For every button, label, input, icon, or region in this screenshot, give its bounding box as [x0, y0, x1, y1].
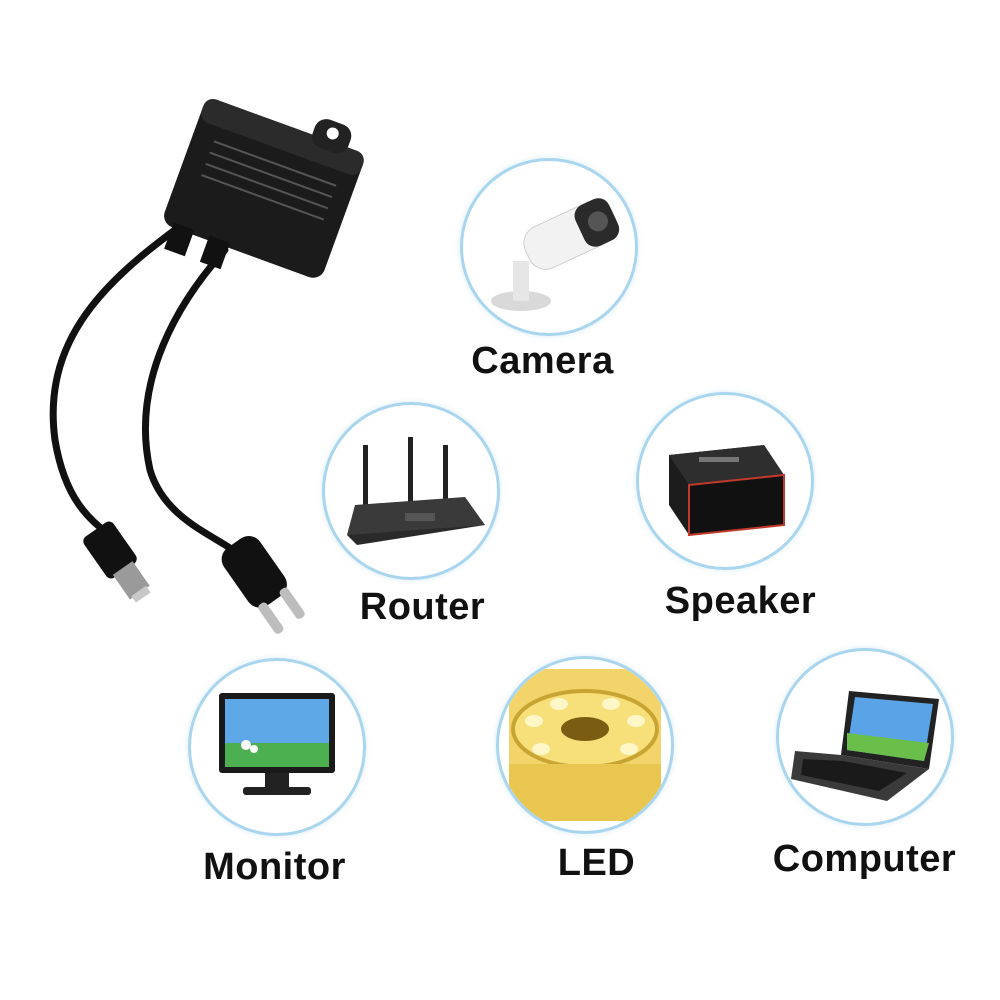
led-circle — [496, 656, 674, 834]
router-circle — [322, 402, 500, 580]
monitor-icon — [219, 693, 335, 795]
speaker-label: Speaker — [664, 580, 817, 622]
speaker-circle — [636, 392, 814, 570]
led-strip-icon — [509, 669, 661, 821]
camera-circle — [460, 158, 638, 336]
monitor-label: Monitor — [203, 846, 346, 888]
led-label: LED — [557, 842, 636, 884]
security-camera-icon — [491, 198, 620, 311]
power-adapter-icon — [49, 98, 364, 634]
computer-circle — [776, 648, 954, 826]
wifi-router-icon — [347, 437, 485, 545]
router-label: Router — [359, 586, 486, 628]
monitor-circle — [188, 658, 366, 836]
camera-label: Camera — [471, 340, 614, 382]
laptop-icon — [791, 691, 939, 801]
bluetooth-speaker-icon — [669, 445, 785, 537]
computer-label: Computer — [772, 838, 957, 880]
